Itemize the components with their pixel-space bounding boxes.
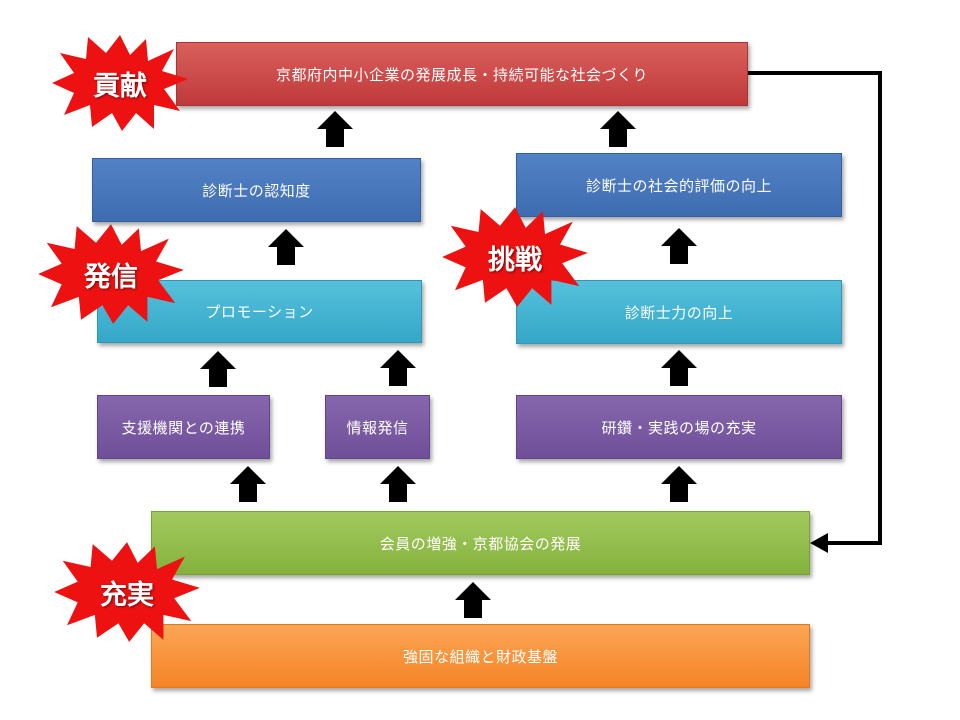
social-evaluation-box: 診断士の社会的評価の向上 bbox=[516, 153, 842, 217]
information-box: 情報発信 bbox=[325, 395, 430, 459]
starburst-icon bbox=[54, 542, 200, 642]
starburst-icon bbox=[52, 35, 188, 131]
burst-chousen-label: 挑戦 bbox=[488, 244, 542, 276]
burst-kouken: 貢献 bbox=[50, 33, 190, 133]
up-arrow-icon bbox=[317, 111, 353, 147]
foundation-box: 強固な組織と財政基盤 bbox=[151, 624, 810, 688]
up-arrow-icon bbox=[380, 350, 416, 386]
up-arrow-icon bbox=[380, 466, 416, 502]
up-arrow-icon bbox=[600, 111, 636, 147]
up-arrow-icon bbox=[661, 350, 697, 386]
burst-hasshin-label: 発信 bbox=[84, 261, 138, 293]
burst-juujitsu: 充実 bbox=[52, 540, 202, 644]
promotion-box: プロモーション bbox=[97, 280, 422, 343]
burst-hasshin: 発信 bbox=[36, 222, 186, 326]
burst-kouken-label: 貢献 bbox=[93, 70, 147, 102]
skill-improvement-box: 診断士力の向上 bbox=[516, 280, 842, 344]
up-arrow-icon bbox=[230, 466, 266, 502]
burst-juujitsu-label: 充実 bbox=[100, 579, 154, 611]
partnership-box: 支援機関との連携 bbox=[97, 395, 270, 459]
contribution-box: 京都府内中小企業の発展成長・持続可能な社会づくり bbox=[176, 42, 748, 106]
up-arrow-icon bbox=[268, 229, 304, 265]
starburst-icon bbox=[38, 224, 184, 324]
members-box: 会員の増強・京都協会の発展 bbox=[151, 511, 810, 575]
burst-chousen: 挑戦 bbox=[440, 205, 590, 309]
training-box: 研鑽・実践の場の充実 bbox=[516, 395, 842, 459]
up-arrow-icon bbox=[200, 351, 236, 387]
up-arrow-icon bbox=[661, 466, 697, 502]
starburst-icon bbox=[442, 207, 588, 307]
up-arrow-icon bbox=[455, 582, 491, 618]
recognition-box: 診断士の認知度 bbox=[92, 158, 421, 222]
up-arrow-icon bbox=[661, 228, 697, 264]
